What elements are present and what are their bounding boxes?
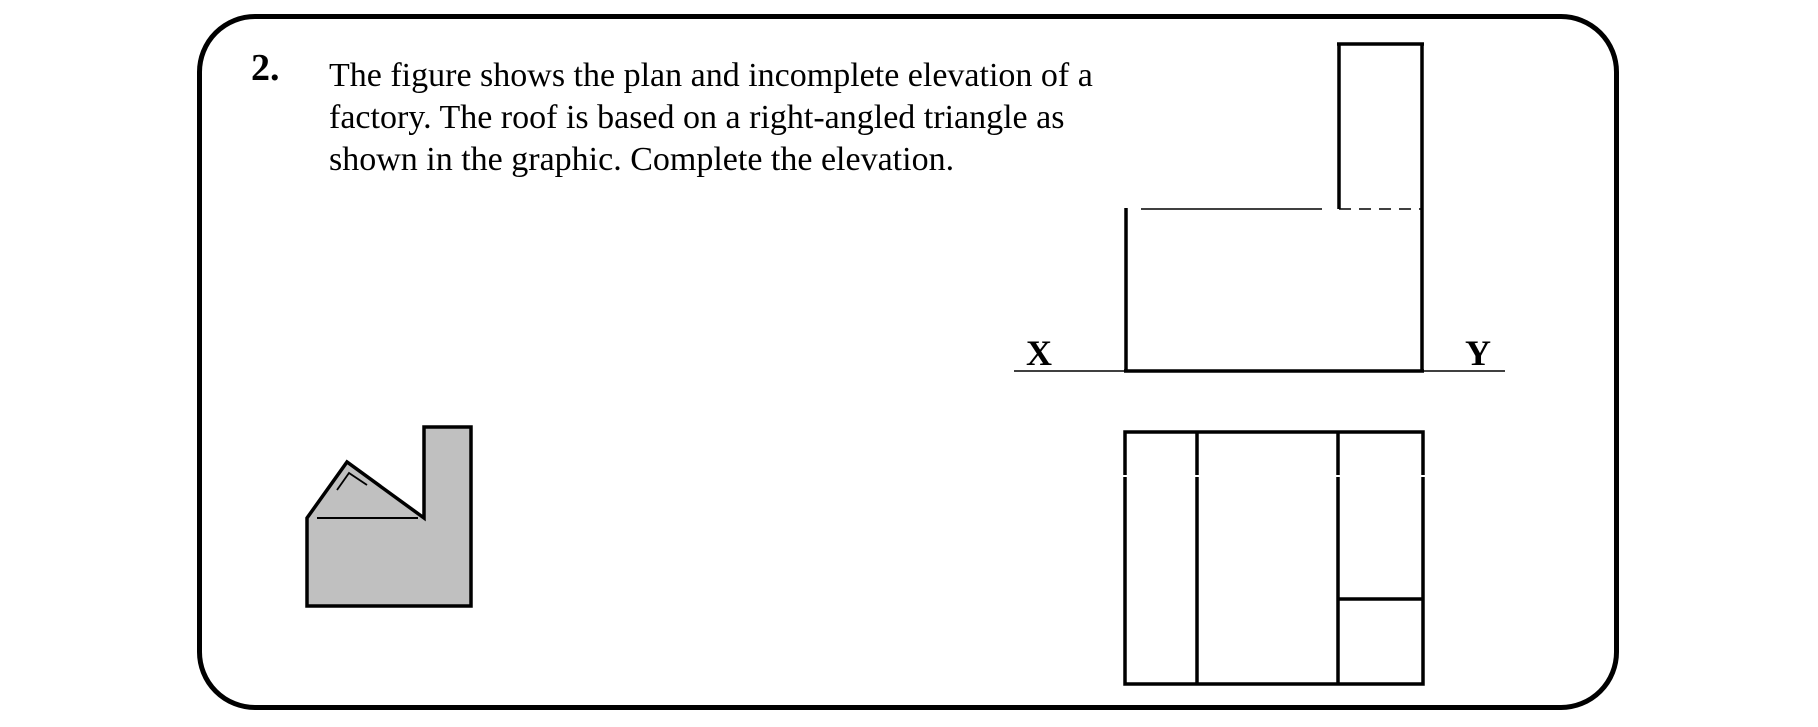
question-text-line: shown in the graphic. Complete the eleva…	[329, 141, 955, 178]
x-label: X	[1026, 333, 1052, 373]
question-text: The figure shows the plan and incomplete…	[329, 55, 1229, 181]
question-number: 2.	[251, 47, 280, 89]
question-text-line: factory. The roof is based on a right-an…	[329, 99, 1065, 136]
y-label: Y	[1465, 333, 1491, 373]
question-frame	[197, 14, 1619, 710]
question-text-line: The figure shows the plan and incomplete…	[329, 57, 1093, 94]
factory-graphic	[305, 425, 473, 608]
plan-view	[1122, 430, 1426, 686]
elevation-view: X Y	[1014, 42, 1505, 373]
